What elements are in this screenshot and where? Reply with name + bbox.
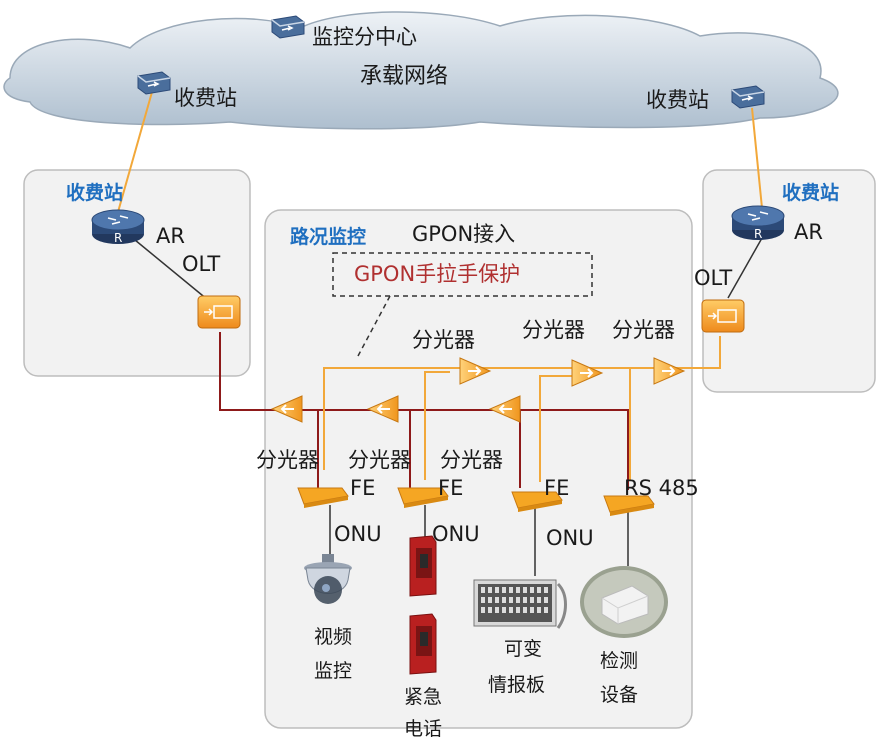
device-label: 可变 [504, 638, 543, 660]
emergency-phone-icon [409, 535, 437, 597]
cloud-shape [3, 11, 839, 130]
router-icon: R [91, 209, 145, 245]
ar-olt-left-link [134, 239, 209, 301]
device-label: 监控 [314, 660, 353, 682]
left-station-panel [23, 169, 251, 377]
splitter-label: 分光器 [256, 448, 319, 472]
cloud-right-station-label: 收费站 [646, 88, 709, 112]
detection-device-icon [580, 566, 668, 638]
olt-icon [701, 299, 745, 333]
left-station-title: 收费站 [66, 182, 124, 204]
road-monitoring-title: 路况监控 [290, 226, 367, 248]
protection-box [332, 252, 593, 297]
gpon-access-label: GPON接入 [412, 222, 516, 246]
onu-label: ONU [334, 522, 382, 546]
onu-icon [511, 491, 563, 512]
gpon-protection-label: GPON手拉手保护 [354, 262, 521, 286]
splitter-icon [488, 395, 521, 423]
svg-text:R: R [114, 231, 122, 245]
device-label: 情报板 [488, 674, 546, 696]
ar-olt-right-link [727, 237, 763, 299]
router-icon: R [731, 205, 785, 241]
switch-icon [271, 15, 305, 39]
splitter-icon [653, 357, 686, 385]
device-label: 视频 [314, 626, 353, 648]
splitter-label: 分光器 [412, 328, 475, 352]
splitter-icon [270, 395, 303, 423]
port-label: FE [544, 476, 570, 500]
onu-icon [397, 487, 449, 508]
variable-message-sign-icon [473, 579, 567, 629]
splitter-label: 分光器 [612, 318, 675, 342]
protection-pointer [357, 295, 391, 357]
splitter-label: 分光器 [522, 318, 585, 342]
fiber-drops [317, 410, 521, 488]
port-label: RS 485 [624, 476, 699, 500]
onu-label: ONU [432, 522, 480, 546]
right-station-title: 收费站 [782, 182, 840, 204]
device-label: 检测 [600, 650, 639, 672]
device-label: 电话 [404, 718, 443, 740]
monitoring-center-label: 监控分中心 [312, 25, 417, 49]
emergency-phone-icon [409, 613, 437, 675]
left-olt-label: OLT [182, 252, 221, 276]
bearer-network-label: 承载网络 [360, 64, 449, 89]
device-label: 设备 [600, 684, 639, 706]
port-label: FE [438, 476, 464, 500]
right-ar-label: AR [794, 220, 823, 244]
device-label: 紧急 [404, 686, 443, 708]
cloud-left-station-label: 收费站 [174, 86, 237, 110]
olt-icon [197, 295, 241, 329]
left-ar-label: AR [156, 224, 185, 248]
dome-camera-icon [304, 554, 352, 604]
svg-text:R: R [754, 227, 762, 241]
switch-icon [731, 85, 765, 109]
splitter-label: 分光器 [348, 448, 411, 472]
port-label: FE [350, 476, 376, 500]
onu-icon [297, 487, 349, 508]
right-olt-label: OLT [694, 266, 733, 290]
splitter-icon [366, 395, 399, 423]
uplink-left [117, 91, 153, 213]
switch-icon [137, 71, 171, 95]
uplink-right [751, 107, 763, 209]
splitter-icon [459, 357, 492, 385]
onu-label: ONU [546, 526, 594, 550]
splitter-icon [571, 359, 604, 387]
onu-icon [603, 495, 655, 516]
splitter-label: 分光器 [440, 448, 503, 472]
onu-device-links [329, 505, 629, 576]
